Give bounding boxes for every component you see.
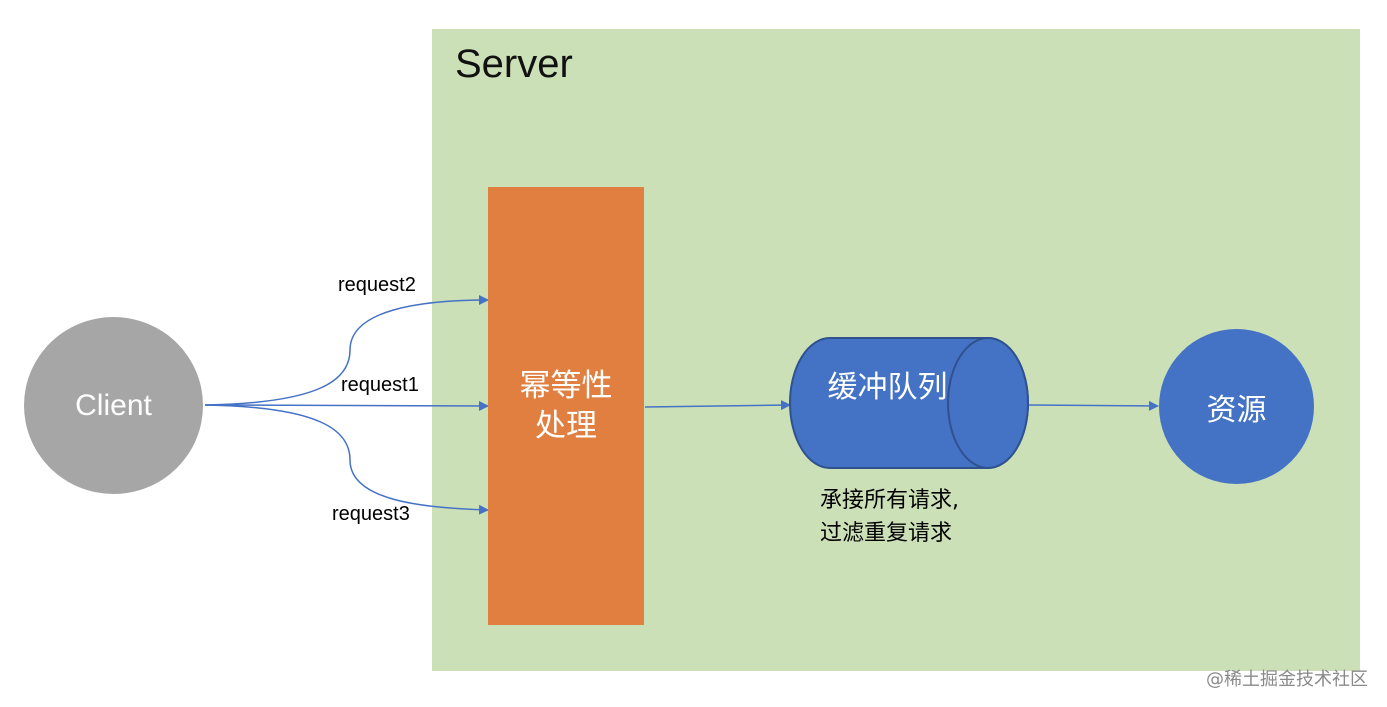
queue-cylinder-cap	[947, 337, 1029, 469]
queue-cylinder	[789, 337, 1029, 469]
server-title: Server	[455, 42, 573, 86]
request3-label: request3	[332, 503, 410, 525]
idempotency-label: 幂等性处理	[519, 367, 613, 444]
idempotency-processing-box: 幂等性处理	[488, 187, 644, 625]
request-edges	[204, 295, 489, 515]
resource-label: 资源	[1206, 392, 1267, 428]
queue-to-resource-edge	[1028, 400, 1159, 411]
request3-edge	[204, 404, 489, 515]
request2-label: request2	[338, 274, 416, 296]
queue-label: 缓冲队列	[827, 370, 948, 405]
queue-caption-line1: 承接所有请求,	[820, 488, 959, 513]
idempotency-to-queue-edge	[644, 400, 791, 411]
queue-caption-line2: 过滤重复请求	[820, 521, 953, 546]
resource-node: 资源	[1159, 329, 1314, 484]
client-node: Client	[24, 317, 203, 494]
request2-edge	[204, 295, 489, 406]
request1-label: request1	[341, 374, 419, 396]
queue-caption: 承接所有请求, 过滤重复请求	[820, 484, 959, 550]
request1-edge	[204, 400, 489, 411]
client-label: Client	[75, 388, 152, 422]
watermark: @稀土掘金技术社区	[1206, 669, 1368, 690]
